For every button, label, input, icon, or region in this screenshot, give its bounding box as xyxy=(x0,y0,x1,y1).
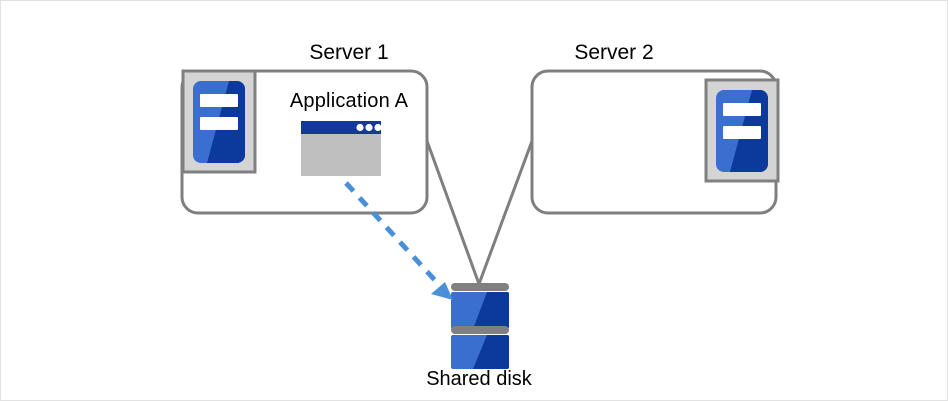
dashed-arrow-head xyxy=(431,282,453,300)
server-1-title: Server 1 xyxy=(309,41,389,64)
server-icon-bar-top xyxy=(723,103,761,116)
server-1-machine-icon[interactable] xyxy=(181,69,257,174)
connector-server1-to-disk xyxy=(425,140,481,285)
server-icon-bar-bottom xyxy=(723,126,761,139)
disk-platter-bottom xyxy=(451,335,509,369)
shared-disk-label: Shared disk xyxy=(426,368,532,390)
connector-lines xyxy=(425,140,534,285)
application-a-label: Application A xyxy=(289,90,409,112)
server-icon-bar-top xyxy=(200,94,238,107)
dashed-arrow-shaft xyxy=(344,181,445,291)
window-dot-1 xyxy=(356,123,364,132)
connector-server2-to-disk xyxy=(477,140,534,285)
disk-cap-middle xyxy=(451,326,509,334)
disk-platter-top xyxy=(451,292,509,329)
shared-disk-icon[interactable] xyxy=(451,283,509,369)
application-a-window[interactable] xyxy=(301,121,382,176)
application-a-to-disk-arrow xyxy=(344,181,453,300)
window-dot-3 xyxy=(374,123,382,132)
server-icon-bar-bottom xyxy=(200,117,238,130)
server-2-machine-icon[interactable] xyxy=(704,78,780,183)
disk-cap-top xyxy=(451,283,509,291)
server-2-title: Server 2 xyxy=(574,41,654,64)
window-dot-2 xyxy=(365,123,373,132)
